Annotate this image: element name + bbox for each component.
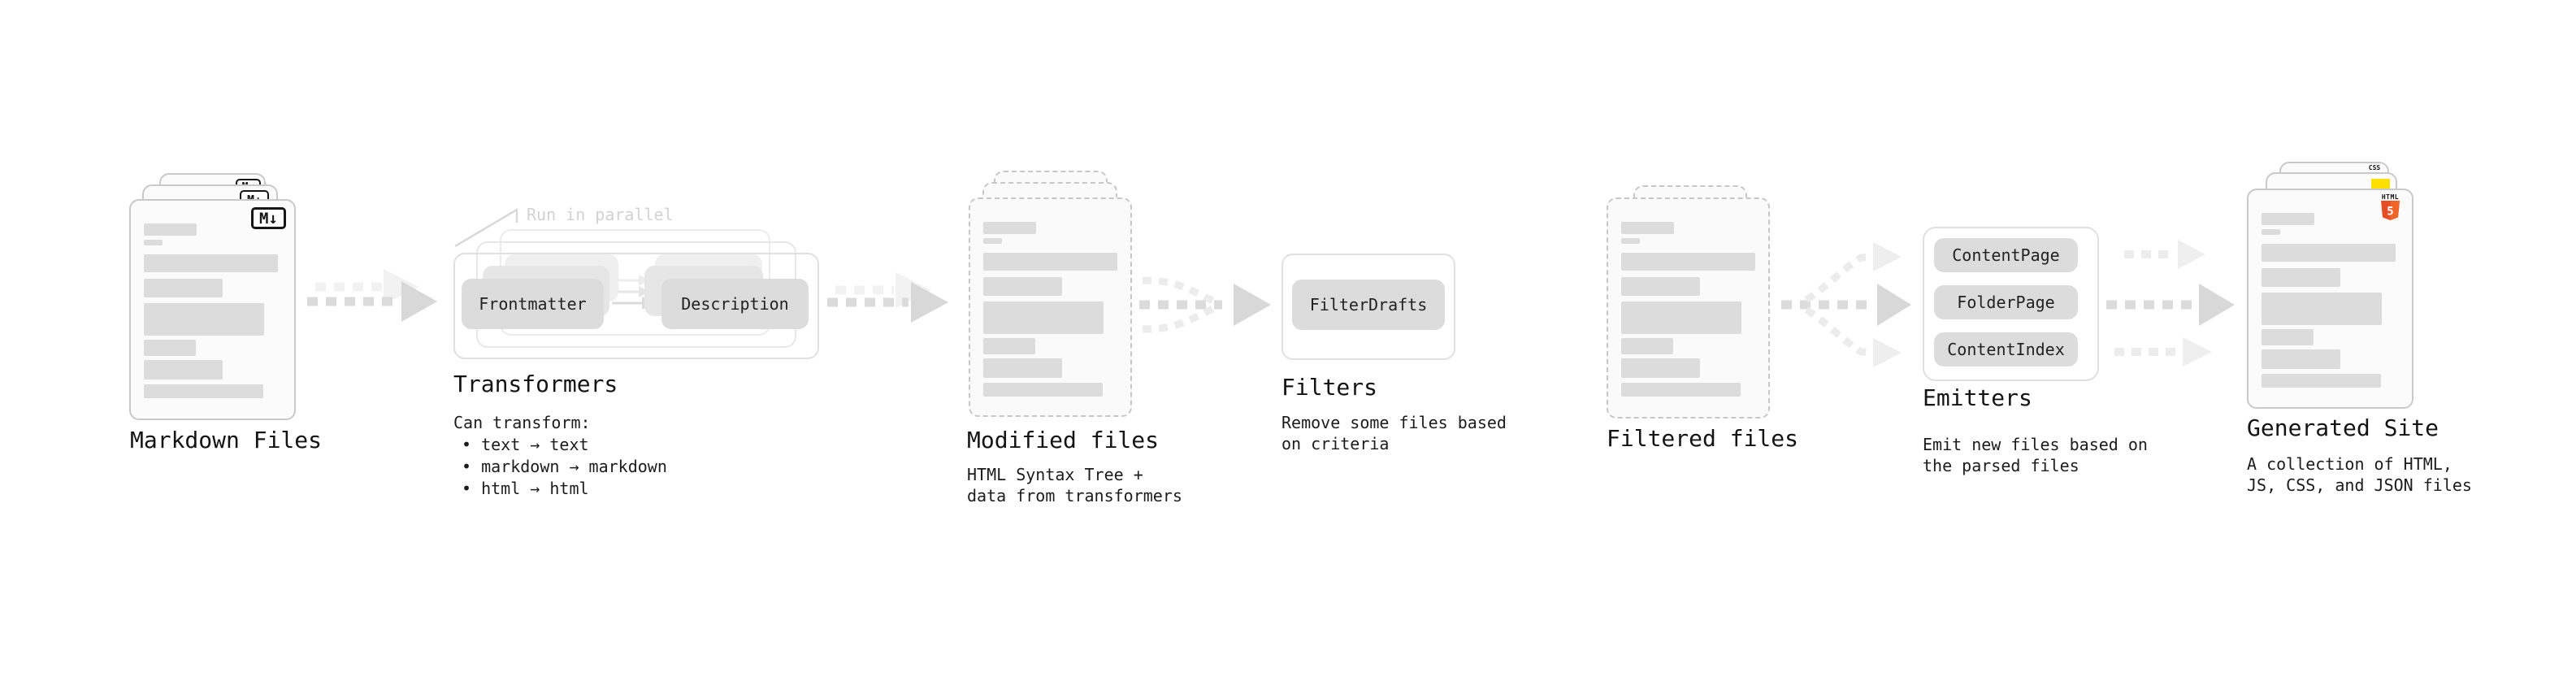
contentpage-node: ContentPage	[1934, 238, 2078, 272]
run-in-parallel-callout-line	[454, 207, 518, 248]
modified-files-description-line1: HTML Syntax Tree +	[967, 465, 1143, 484]
arrow-frontmatter-to-description-middle	[615, 286, 649, 297]
placeholder-text-bar	[983, 301, 1104, 334]
modified-files-description-line2: data from transformers	[967, 486, 1182, 505]
contentindex-node: ContentIndex	[1934, 332, 2078, 367]
transformers-description-heading: Can transform:	[453, 413, 591, 432]
transformers-bullet: • text → text	[462, 435, 589, 454]
placeholder-text-bar	[1621, 358, 1700, 378]
run-in-parallel-annotation: Run in parallel	[527, 205, 674, 224]
markdown-files-label: Markdown Files	[130, 427, 323, 453]
css-icon-label: CSS	[2368, 164, 2381, 171]
generated-site-card-html: HTML 5	[2247, 189, 2413, 409]
html5-icon: HTML 5	[2379, 193, 2401, 220]
placeholder-text-bar	[144, 240, 163, 245]
filtered-files-label: Filtered files	[1607, 425, 1799, 452]
arrow-markdown-to-transformers	[307, 281, 437, 322]
filters-label: Filters	[1281, 374, 1378, 401]
emitters-description-line1: Emit new files based on	[1923, 435, 2148, 454]
markdown-icon: M↓	[251, 207, 286, 229]
html5-icon-label: HTML	[2381, 193, 2400, 201]
placeholder-text-bar	[2262, 244, 2396, 262]
arrow-filtered-to-emitters	[1781, 242, 1911, 367]
placeholder-text-bar	[983, 338, 1035, 354]
placeholder-text-bar	[2262, 229, 2280, 235]
placeholder-text-bar	[144, 384, 263, 398]
placeholder-text-bar	[1621, 338, 1673, 354]
html5-shield: 5	[2381, 201, 2400, 220]
placeholder-text-bar	[144, 303, 264, 336]
arrow-emitters-to-generated-bottom	[2114, 337, 2212, 367]
placeholder-text-bar	[2262, 329, 2314, 345]
placeholder-text-bar	[2262, 349, 2340, 369]
svg-text:5: 5	[2387, 206, 2393, 219]
placeholder-text-bar	[144, 279, 223, 297]
placeholder-text-bar	[983, 277, 1062, 296]
emitters-container	[1923, 227, 2099, 381]
placeholder-text-bar	[2262, 293, 2382, 325]
placeholder-text-bar	[1621, 238, 1640, 244]
generated-site-description-line2: JS, CSS, and JSON files	[2247, 475, 2472, 495]
modified-file-card-front	[969, 197, 1132, 417]
markdown-file-card-front: M↓	[129, 199, 296, 420]
js-file-icon	[2371, 179, 2390, 189]
transformers-label: Transformers	[453, 371, 618, 397]
description-node: Description	[661, 279, 809, 329]
placeholder-text-bar	[983, 358, 1062, 378]
placeholder-text-bar	[1621, 301, 1741, 334]
filters-description-line1: Remove some files based	[1281, 413, 1507, 432]
arrow-emitters-to-generated-middle	[2106, 284, 2235, 326]
arrow-transformers-to-modified	[827, 282, 948, 323]
generated-site-description-line1: A collection of HTML,	[2247, 454, 2452, 474]
placeholder-text-bar	[1621, 253, 1755, 271]
folderpage-node: FolderPage	[1934, 285, 2078, 319]
arrow-emitters-to-generated-top	[2124, 240, 2205, 269]
placeholder-text-bar	[983, 238, 1002, 244]
placeholder-text-bar	[1621, 222, 1674, 234]
placeholder-text-bar	[983, 383, 1103, 397]
placeholder-text-bar	[144, 340, 196, 356]
filterdrafts-node: FilterDrafts	[1292, 280, 1445, 330]
emitters-label: Emitters	[1923, 384, 2032, 411]
filtered-file-card-front	[1607, 197, 1770, 419]
filters-container	[1281, 254, 1455, 360]
placeholder-text-bar	[144, 223, 197, 236]
placeholder-text-bar	[144, 254, 278, 272]
transformer-container-front	[453, 253, 819, 359]
modified-files-label: Modified files	[967, 427, 1160, 453]
placeholder-text-bar	[2262, 213, 2314, 225]
placeholder-text-bar	[144, 360, 223, 380]
arrow-frontmatter-to-description-back	[615, 275, 649, 286]
generated-site-label: Generated Site	[2247, 414, 2439, 441]
placeholder-text-bar	[2262, 268, 2340, 287]
filters-description-line2: on criteria	[1281, 434, 1390, 453]
transformers-bullet: • markdown → markdown	[462, 457, 667, 476]
emitters-description-line2: the parsed files	[1923, 456, 2079, 475]
transformers-bullet: • html → html	[462, 479, 589, 498]
placeholder-text-bar	[1621, 277, 1700, 296]
frontmatter-node: Frontmatter	[462, 279, 604, 329]
arrow-modified-to-filters	[1139, 276, 1271, 333]
placeholder-text-bar	[983, 222, 1036, 234]
placeholder-text-bar	[983, 253, 1117, 271]
placeholder-text-bar	[1621, 383, 1741, 397]
placeholder-text-bar	[2262, 374, 2381, 388]
